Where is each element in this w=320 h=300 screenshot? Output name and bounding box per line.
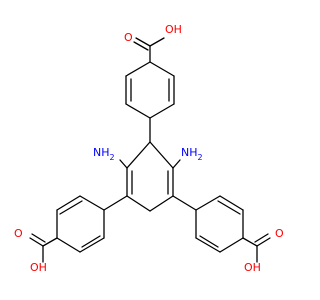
carboxyl-top: O OH — [124, 23, 182, 63]
carboxyl-left-oh-label: OH — [30, 261, 47, 274]
amino-bonds — [119, 159, 181, 169]
top-phenyl-ring — [125, 61, 175, 143]
molecule-structure: NH2 NH2 O OH — [14, 23, 284, 274]
carboxyl-left-o-label: O — [14, 227, 23, 240]
carboxyl-right-o-label: O — [275, 227, 284, 240]
carboxyl-top-oh-label: OH — [165, 23, 182, 36]
carboxyl-top-o-label: O — [124, 31, 133, 44]
carboxyl-right-oh-label: OH — [244, 261, 261, 274]
right-phenyl-ring — [172, 195, 244, 253]
carboxyl-right: O OH — [242, 227, 284, 274]
amino-group-left: NH2 — [93, 146, 115, 162]
amino-group-right: NH2 — [181, 146, 203, 162]
left-phenyl-ring — [56, 195, 128, 253]
central-ring — [126, 141, 174, 212]
nh2-right-label: NH2 — [181, 146, 203, 162]
nh2-left-label: NH2 — [93, 146, 115, 162]
carboxyl-left: O OH — [14, 227, 58, 274]
